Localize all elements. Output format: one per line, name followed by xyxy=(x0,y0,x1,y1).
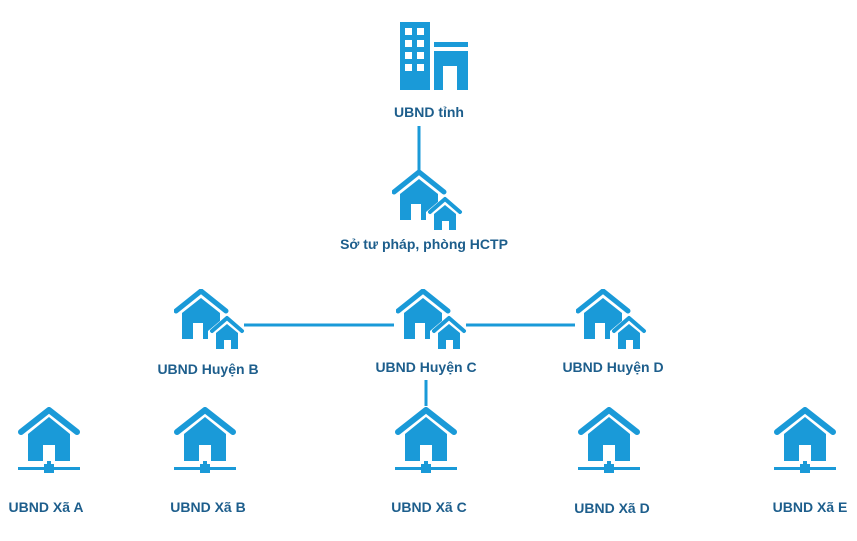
commune-e-label: UBND Xã E xyxy=(772,499,848,515)
houses-icon xyxy=(174,289,246,351)
commune-b-label: UBND Xã B xyxy=(170,499,246,515)
commune-a-label: UBND Xã A xyxy=(8,499,84,515)
networked-house-icon xyxy=(174,407,236,473)
district-b-label: UBND Huyện B xyxy=(157,361,259,377)
houses-icon xyxy=(392,170,464,232)
justice-department-label: Sở tư pháp, phòng HCTP xyxy=(340,236,508,252)
houses-icon xyxy=(576,289,648,351)
houses-icon xyxy=(396,289,468,351)
province-label: UBND tỉnh xyxy=(394,104,464,120)
district-c-label: UBND Huyện C xyxy=(375,359,477,375)
office-building-icon xyxy=(400,22,468,90)
networked-house-icon xyxy=(395,407,457,473)
commune-c-label: UBND Xã C xyxy=(391,499,467,515)
networked-house-icon xyxy=(578,407,640,473)
networked-house-icon xyxy=(774,407,836,473)
commune-d-label: UBND Xã D xyxy=(574,500,650,516)
district-d-label: UBND Huyện D xyxy=(562,359,664,375)
networked-house-icon xyxy=(18,407,80,473)
